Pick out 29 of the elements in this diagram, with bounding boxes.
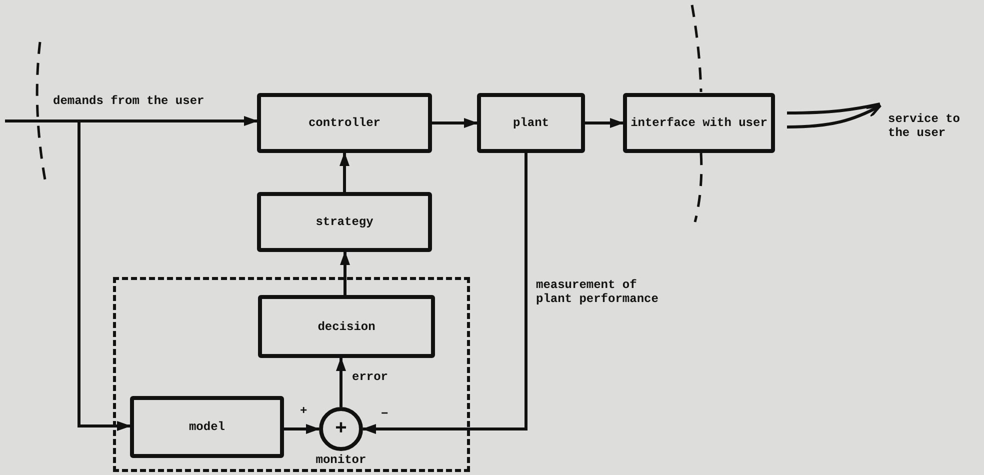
arrow (340, 251, 350, 295)
arrow (78, 121, 131, 431)
box-label: controller (308, 116, 380, 130)
plus-sign: + (334, 418, 347, 440)
box-label: interface with user (630, 116, 768, 130)
arrow (336, 357, 346, 407)
process-box (257, 93, 432, 153)
box-label: model (188, 420, 225, 434)
arrow (432, 118, 478, 128)
output-label: service to the user (888, 112, 962, 140)
process-box (130, 396, 284, 458)
summing-junction-circle (319, 407, 363, 451)
junction-caption: monitor (314, 454, 368, 468)
arrow (585, 118, 624, 128)
sign-label: − (381, 408, 388, 422)
process-box (477, 93, 585, 153)
box-label: plant (512, 116, 549, 130)
arrow (786, 102, 882, 128)
arrow (284, 424, 320, 434)
dashed-group-box (113, 277, 470, 472)
box-label: decision (318, 320, 376, 334)
box-label: strategy (316, 215, 374, 229)
process-box (258, 295, 435, 358)
arrow (5, 116, 258, 126)
arrow (340, 152, 350, 192)
arrow (362, 153, 528, 434)
sign-label: + (300, 405, 308, 419)
process-box (623, 93, 775, 153)
process-box (257, 192, 432, 252)
